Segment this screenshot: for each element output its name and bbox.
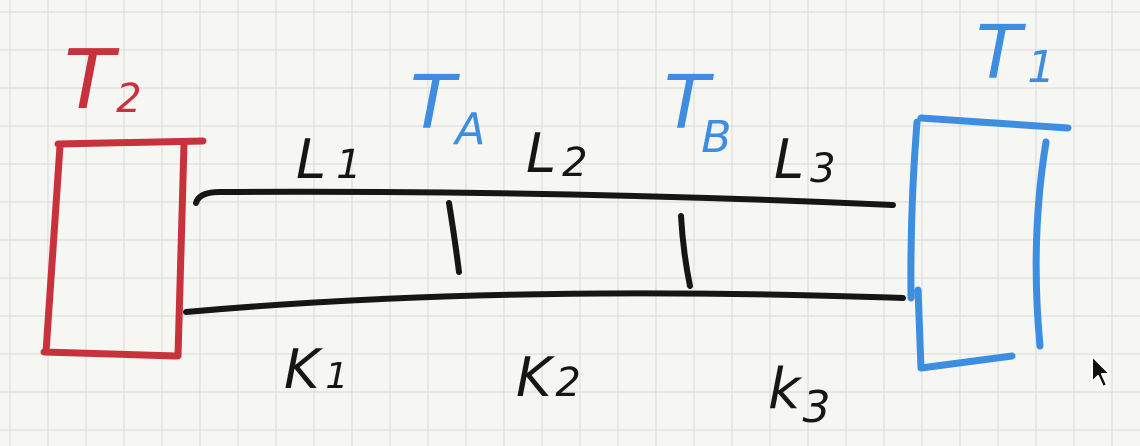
mouse-pointer-icon — [1091, 355, 1111, 388]
label-k1-sub: 1 — [325, 356, 348, 397]
label-l1-main: L — [296, 128, 326, 191]
rod-bottom-edge — [183, 290, 906, 315]
label-l2-sub: 2 — [562, 140, 587, 186]
label-ta: TA — [410, 60, 485, 155]
label-t2: T2 — [64, 33, 142, 128]
label-l2-main: L — [526, 122, 556, 185]
label-t2-main: T — [64, 33, 120, 128]
reservoir-t1-box — [907, 114, 1072, 372]
interface-b-mark — [678, 213, 693, 289]
label-ta-sub: A — [452, 104, 485, 155]
label-l1-sub: 1 — [336, 142, 361, 188]
label-l3-main: L — [774, 128, 804, 191]
label-l3-sub: 3 — [810, 146, 835, 192]
label-k3-main: k — [768, 357, 803, 422]
label-k3-sub: 3 — [802, 382, 830, 433]
label-t2-sub: 2 — [116, 76, 141, 122]
label-k2-sub: 2 — [555, 360, 580, 406]
rod-top-edge — [193, 188, 896, 208]
interface-a-mark — [446, 200, 462, 275]
label-k1-main: K — [284, 338, 323, 401]
reservoir-t2 — [40, 137, 207, 360]
label-t1-sub: 1 — [1027, 42, 1055, 93]
label-ta-main: T — [410, 60, 461, 146]
reservoir-t2-box — [40, 137, 207, 360]
label-tb-main: T — [664, 60, 715, 146]
label-k3: k3 — [768, 357, 830, 433]
label-t1-main: T — [976, 10, 1027, 96]
reservoir-t1 — [907, 114, 1072, 372]
composite-rod — [183, 188, 906, 315]
label-tb-sub: B — [701, 112, 731, 163]
label-tb: TB — [664, 60, 731, 163]
label-k2-main: K — [516, 346, 555, 409]
